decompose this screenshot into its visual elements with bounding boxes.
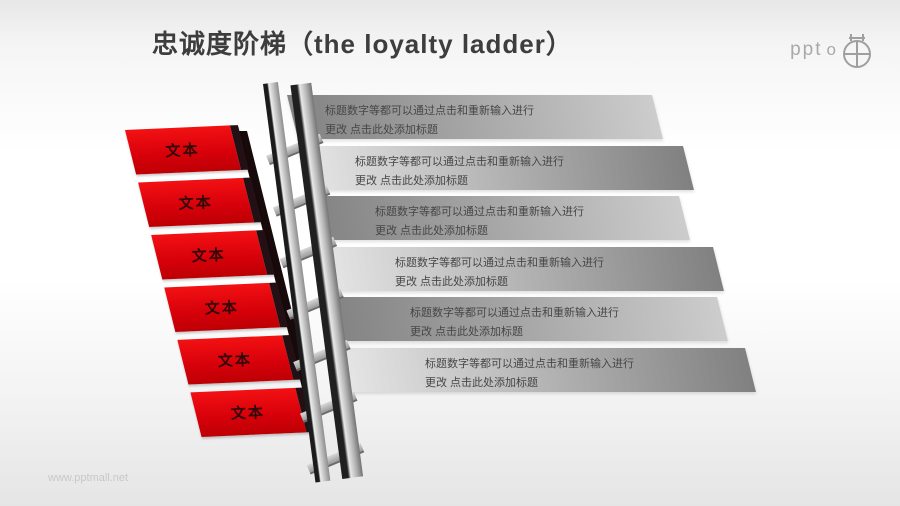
logo-o-mark: o xyxy=(826,40,836,59)
bar-line1: 标题数字等都可以通过点击和重新输入进行 xyxy=(425,358,634,370)
desc-bar-5-text: 标题数字等都可以通过点击和重新输入进行 更改 点击此处添加标题 xyxy=(325,297,717,342)
desc-bar-1[interactable]: 标题数字等都可以通过点击和重新输入进行 更改 点击此处添加标题 xyxy=(287,95,663,139)
bar-line2: 更改 点击此处添加标题 xyxy=(325,124,439,136)
ladder-step-6[interactable]: 文本 xyxy=(190,387,315,437)
logo-circle-cross-icon xyxy=(836,30,876,70)
step-label: 文本 xyxy=(165,141,201,161)
ladder-step-2[interactable]: 文本 xyxy=(138,177,263,228)
bar-line1: 标题数字等都可以通过点击和重新输入进行 xyxy=(325,105,534,117)
desc-bar-6[interactable]: 标题数字等都可以通过点击和重新输入进行 更改 点击此处添加标题 xyxy=(335,348,756,392)
bar-line1: 标题数字等都可以通过点击和重新输入进行 xyxy=(355,156,564,168)
logo-text: ppt xyxy=(790,39,823,60)
pptmall-logo: ppt o xyxy=(790,30,876,70)
bar-line2: 更改 点击此处添加标题 xyxy=(410,326,524,338)
ladder-step-1[interactable]: 文本 xyxy=(125,125,250,175)
watermark: www.pptmall.net xyxy=(48,472,129,484)
ladder-step-4[interactable]: 文本 xyxy=(164,282,289,332)
slide-title[interactable]: 忠诚度阶梯（the loyalty ladder） xyxy=(152,29,573,59)
step-label: 文本 xyxy=(191,246,227,266)
step-label: 文本 xyxy=(178,194,214,213)
bar-line2: 更改 点击此处添加标题 xyxy=(375,225,489,237)
desc-bar-6-text: 标题数字等都可以通过点击和重新输入进行 更改 点击此处添加标题 xyxy=(335,348,745,393)
desc-bar-2[interactable]: 标题数字等都可以通过点击和重新输入进行 更改 点击此处添加标题 xyxy=(297,146,694,190)
desc-bar-4[interactable]: 标题数字等都可以通过点击和重新输入进行 更改 点击此处添加标题 xyxy=(316,247,724,291)
ladder-step-5[interactable]: 文本 xyxy=(177,334,302,385)
bar-line1: 标题数字等都可以通过点击和重新输入进行 xyxy=(395,257,604,269)
bar-line2: 更改 点击此处添加标题 xyxy=(425,377,539,389)
bar-line1: 标题数字等都可以通过点击和重新输入进行 xyxy=(410,307,619,319)
desc-bar-1-text: 标题数字等都可以通过点击和重新输入进行 更改 点击此处添加标题 xyxy=(287,95,652,140)
desc-bar-4-text: 标题数字等都可以通过点击和重新输入进行 更改 点击此处添加标题 xyxy=(316,247,713,292)
step-label: 文本 xyxy=(231,404,266,423)
desc-bar-2-text: 标题数字等都可以通过点击和重新输入进行 更改 点击此处添加标题 xyxy=(297,146,683,191)
desc-bar-5[interactable]: 标题数字等都可以通过点击和重新输入进行 更改 点击此处添加标题 xyxy=(325,297,728,341)
ladder-step-3[interactable]: 文本 xyxy=(151,230,276,280)
step-label: 文本 xyxy=(204,299,240,318)
bar-line1: 标题数字等都可以通过点击和重新输入进行 xyxy=(375,206,584,218)
desc-bar-3[interactable]: 标题数字等都可以通过点击和重新输入进行 更改 点击此处添加标题 xyxy=(307,196,690,240)
desc-bar-3-text: 标题数字等都可以通过点击和重新输入进行 更改 点击此处添加标题 xyxy=(307,196,679,241)
bar-line2: 更改 点击此处添加标题 xyxy=(355,175,469,187)
step-label: 文本 xyxy=(218,351,253,371)
bar-line2: 更改 点击此处添加标题 xyxy=(395,276,509,288)
